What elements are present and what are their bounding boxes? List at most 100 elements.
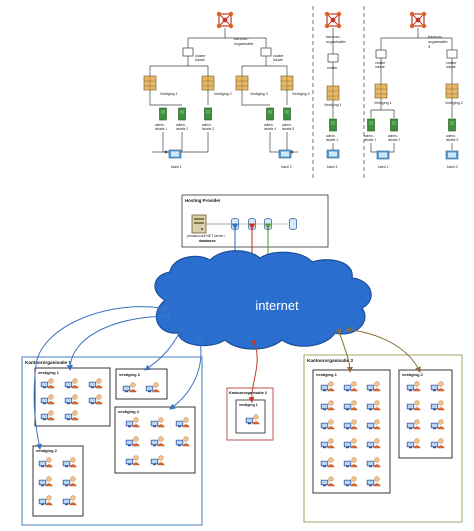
- admin-label: admin-: [282, 123, 292, 127]
- org-label: kantoor-: [428, 34, 443, 39]
- client-label: klant 1: [171, 165, 182, 169]
- cloud-shape: [154, 250, 372, 350]
- client-icon: [445, 150, 459, 160]
- admin-label: istratie 2: [176, 127, 188, 131]
- vestiging-cabinet-icon: [445, 83, 459, 99]
- cluster-label-2: lokaal: [446, 65, 456, 69]
- vestiging-cabinet-icon: [326, 85, 340, 101]
- organisation-icon: [324, 11, 342, 29]
- client-label: klant 2: [447, 165, 458, 169]
- admin-label: istratie 5: [282, 127, 294, 131]
- top-diagram-3: kantoor- organisatie 3 cluster lokaal cl…: [364, 11, 463, 169]
- admin-label: istratie 3: [202, 127, 214, 131]
- admin-label: admin-: [202, 123, 212, 127]
- cluster-icon: [260, 47, 272, 57]
- vestiging-title: vestiging 1: [239, 403, 258, 407]
- admin-label: admin-: [176, 123, 186, 127]
- vestiging-title: vestiging 4: [118, 409, 140, 414]
- server-icon: [178, 107, 186, 121]
- cluster-label-2: lokaal: [195, 58, 205, 62]
- cluster-icon: [327, 53, 339, 63]
- cluster-label: cluster: [273, 54, 284, 58]
- cluster-icon: [375, 49, 387, 59]
- client-icon: [168, 149, 182, 159]
- database-icon: [264, 218, 272, 230]
- client-label: klant 2: [281, 165, 292, 169]
- org-label-3: 3: [428, 44, 431, 49]
- vestiging-cabinet-icon: [235, 75, 249, 91]
- vestiging-label: Vestiging 2: [445, 101, 463, 105]
- org-label: kantoor-: [326, 34, 341, 39]
- admin-label: istratie 1: [155, 127, 167, 131]
- top-diagrams: kantoor- organisatie cluster lokaal clus…: [143, 6, 463, 178]
- organisation-icon: [409, 11, 427, 29]
- ko2-title: Kantoororganisatie 2: [229, 391, 267, 395]
- hosting-title: Hosting Provider: [185, 198, 221, 203]
- admin-label: istratie 3: [446, 138, 458, 142]
- server-icon: [159, 107, 167, 121]
- server-icon: [204, 107, 212, 121]
- vestiging-cabinet-icon: [280, 75, 294, 91]
- connection-links: [33, 305, 421, 450]
- cluster-icon: [446, 49, 458, 59]
- vestiging-label: Vestiging 2: [214, 92, 232, 96]
- admin-label: admin-: [326, 134, 336, 138]
- client-icon: [278, 149, 292, 159]
- vestiging-title: vestiging 3: [119, 372, 141, 377]
- admin-label: istratie 1: [364, 138, 376, 142]
- admin-label: istratie 2: [388, 138, 400, 142]
- org-label-2: organisatie: [234, 41, 254, 46]
- link-vestiging-1: [67, 312, 171, 371]
- vestiging-label: Vestiging 1: [160, 92, 178, 96]
- vestiging-title: vestiging 2: [36, 448, 58, 453]
- server-icon: [283, 107, 291, 121]
- link-vestiging-3: [144, 326, 186, 371]
- client-icon: [326, 149, 340, 159]
- server-icon: [448, 118, 456, 132]
- client-label: klant 1: [378, 165, 389, 169]
- link-ko2-vestiging-1: [248, 339, 258, 403]
- internet-label: internet: [255, 298, 299, 313]
- cluster-label: cluster: [195, 54, 206, 58]
- admin-label: admin-: [388, 134, 398, 138]
- cluster-label-2: lokaal: [375, 65, 385, 69]
- ko3-title: Kantoororganisatie 3: [307, 358, 353, 363]
- vestiging-title: vestiging 1: [316, 372, 338, 377]
- org-label-2: organisatie: [428, 39, 448, 44]
- vestiging-label: Vestiging 3: [250, 92, 268, 96]
- admin-label: istratie 1: [326, 138, 338, 142]
- server-icon: [191, 214, 207, 234]
- admin-label: admin-: [364, 134, 374, 138]
- organisation-icon: [216, 11, 234, 29]
- kantoororganisatie-3: Kantoororganisatie 3 vestiging 1 vestigi…: [303, 354, 463, 523]
- top-diagram-1: kantoor- organisatie cluster lokaal clus…: [143, 11, 310, 169]
- internet-cloud: internet: [154, 250, 372, 350]
- vestiging-title: vestiging 1: [38, 370, 60, 375]
- hosting-provider: Hosting Provider primaccount NET server …: [181, 194, 329, 248]
- ko1-title: Kantoororganisatie 1: [25, 360, 71, 365]
- hosting-server-label: primaccount NET server /: [187, 234, 225, 238]
- server-icon: [367, 118, 375, 132]
- top-diagram-2: kantoor- organisatie cluster Vestiging 1…: [324, 11, 346, 169]
- vestiging-cabinet-icon: [201, 75, 215, 91]
- vestiging-label: Vestiging 4: [292, 92, 310, 96]
- vestiging-cabinet-icon: [143, 75, 157, 91]
- admin-label: admin-: [155, 123, 165, 127]
- admin-label: istratie 4: [264, 127, 276, 131]
- vestiging-label: Vestiging 1: [374, 101, 392, 105]
- admin-label: admin-: [446, 134, 456, 138]
- server-icon: [390, 118, 398, 132]
- server-icon: [329, 118, 337, 132]
- link-vestiging-2: [33, 305, 168, 450]
- hosting-server-sub: databases: [199, 239, 216, 243]
- kantoororganisatie-1: Kantoororganisatie 1 vestiging 1 vestigi…: [21, 356, 203, 526]
- org-label-2: organisatie: [326, 39, 346, 44]
- client-label: klant 1: [327, 165, 338, 169]
- cluster-icon: [182, 47, 194, 57]
- link-ko3-vestiging-2: [346, 326, 421, 373]
- database-icon: [289, 218, 297, 230]
- vestiging-box: [235, 399, 266, 434]
- org-label: kantoor-: [234, 36, 249, 41]
- kantoororganisatie-2: Kantoororganisatie 2 vestiging 1: [226, 387, 274, 441]
